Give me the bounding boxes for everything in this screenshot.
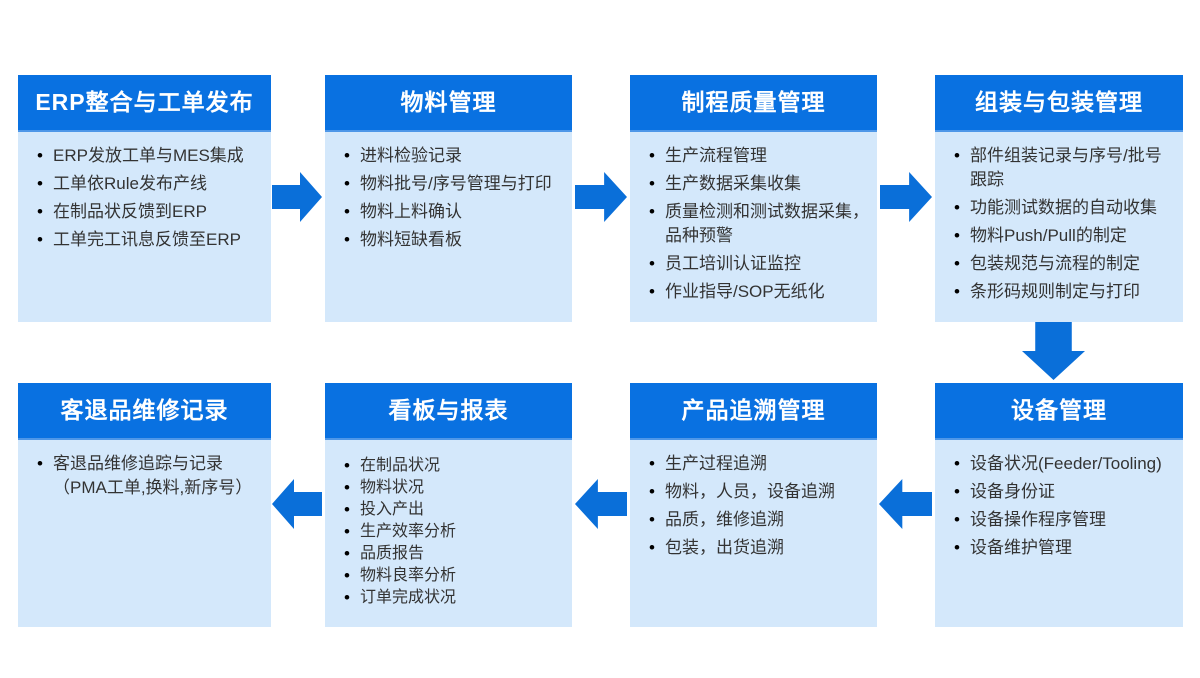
box-body-assembly-packaging: 部件组装记录与序号/批号 跟踪 功能测试数据的自动收集 物料Push/Pull的… — [935, 132, 1183, 322]
list-item: 物料，人员，设备追溯 — [648, 480, 869, 504]
list-item: 质量检测和测试数据采集， 品种预警 — [648, 200, 869, 248]
list-item: 客退品维修追踪与记录 （PMA工单,换料,新序号） — [36, 452, 263, 500]
box-title-assembly-packaging: 组装与包装管理 — [935, 75, 1183, 132]
list-item: 设备身份证 — [953, 480, 1175, 504]
box-item-list: 客退品维修追踪与记录 （PMA工单,换料,新序号） — [36, 452, 263, 500]
box-item-list: 在制品状况 物料状况 投入产出 生产效率分析 品质报告 物料良率分析 订单完成状… — [343, 455, 564, 608]
list-item: 生产效率分析 — [343, 521, 564, 542]
list-item: 物料短缺看板 — [343, 228, 564, 252]
list-item: 功能测试数据的自动收集 — [953, 196, 1175, 220]
arrow-right-icon — [880, 172, 932, 222]
list-item: 设备状况(Feeder/Tooling) — [953, 452, 1175, 476]
box-title-customer-return-repair: 客退品维修记录 — [18, 383, 271, 440]
box-item-list: 生产流程管理 生产数据采集收集 质量检测和测试数据采集， 品种预警 员工培训认证… — [648, 144, 869, 304]
box-title-material-management: 物料管理 — [325, 75, 572, 132]
box-kanban-reports: 看板与报表 在制品状况 物料状况 投入产出 生产效率分析 品质报告 物料良率分析… — [325, 383, 572, 627]
list-item: 工单依Rule发布产线 — [36, 172, 263, 196]
box-process-quality: 制程质量管理 生产流程管理 生产数据采集收集 质量检测和测试数据采集， 品种预警… — [630, 75, 877, 322]
list-item: 设备操作程序管理 — [953, 508, 1175, 532]
box-item-list: 生产过程追溯 物料，人员，设备追溯 品质，维修追溯 包装，出货追溯 — [648, 452, 869, 560]
box-body-equipment-management: 设备状况(Feeder/Tooling) 设备身份证 设备操作程序管理 设备维护… — [935, 440, 1183, 627]
list-item: 包装规范与流程的制定 — [953, 252, 1175, 276]
arrow-left-icon — [575, 479, 627, 529]
arrow-left-icon — [879, 479, 932, 529]
box-title-process-quality: 制程质量管理 — [630, 75, 877, 132]
box-body-customer-return-repair: 客退品维修追踪与记录 （PMA工单,换料,新序号） — [18, 440, 271, 627]
box-title-product-traceability: 产品追溯管理 — [630, 383, 877, 440]
box-title-erp-integration: ERP整合与工单发布 — [18, 75, 271, 132]
box-body-material-management: 进料检验记录 物料批号/序号管理与打印 物料上料确认 物料短缺看板 — [325, 132, 572, 322]
box-body-erp-integration: ERP发放工单与MES集成 工单依Rule发布产线 在制品状反馈到ERP 工单完… — [18, 132, 271, 322]
list-item: 物料良率分析 — [343, 565, 564, 586]
list-item: 物料批号/序号管理与打印 — [343, 172, 564, 196]
box-body-product-traceability: 生产过程追溯 物料，人员，设备追溯 品质，维修追溯 包装，出货追溯 — [630, 440, 877, 627]
list-item: 在制品状反馈到ERP — [36, 200, 263, 224]
box-product-traceability: 产品追溯管理 生产过程追溯 物料，人员，设备追溯 品质，维修追溯 包装，出货追溯 — [630, 383, 877, 627]
box-body-process-quality: 生产流程管理 生产数据采集收集 质量检测和测试数据采集， 品种预警 员工培训认证… — [630, 132, 877, 322]
list-item: 在制品状况 — [343, 455, 564, 476]
list-item: 生产数据采集收集 — [648, 172, 869, 196]
box-material-management: 物料管理 进料检验记录 物料批号/序号管理与打印 物料上料确认 物料短缺看板 — [325, 75, 572, 322]
box-customer-return-repair: 客退品维修记录 客退品维修追踪与记录 （PMA工单,换料,新序号） — [18, 383, 271, 627]
list-item: 品质，维修追溯 — [648, 508, 869, 532]
list-item: 部件组装记录与序号/批号 跟踪 — [953, 144, 1175, 192]
box-body-kanban-reports: 在制品状况 物料状况 投入产出 生产效率分析 品质报告 物料良率分析 订单完成状… — [325, 440, 572, 627]
list-item: 进料检验记录 — [343, 144, 564, 168]
list-item: 投入产出 — [343, 499, 564, 520]
box-item-list: ERP发放工单与MES集成 工单依Rule发布产线 在制品状反馈到ERP 工单完… — [36, 144, 263, 252]
list-item: 设备维护管理 — [953, 536, 1175, 560]
box-assembly-packaging: 组装与包装管理 部件组装记录与序号/批号 跟踪 功能测试数据的自动收集 物料Pu… — [935, 75, 1183, 322]
list-item: ERP发放工单与MES集成 — [36, 144, 263, 168]
list-item: 物料上料确认 — [343, 200, 564, 224]
box-title-kanban-reports: 看板与报表 — [325, 383, 572, 440]
box-equipment-management: 设备管理 设备状况(Feeder/Tooling) 设备身份证 设备操作程序管理… — [935, 383, 1183, 627]
box-item-list: 部件组装记录与序号/批号 跟踪 功能测试数据的自动收集 物料Push/Pull的… — [953, 144, 1175, 304]
box-title-equipment-management: 设备管理 — [935, 383, 1183, 440]
list-item: 订单完成状况 — [343, 587, 564, 608]
list-item: 工单完工讯息反馈至ERP — [36, 228, 263, 252]
list-item: 包装，出货追溯 — [648, 536, 869, 560]
list-item: 物料Push/Pull的制定 — [953, 224, 1175, 248]
list-item: 作业指导/SOP无纸化 — [648, 280, 869, 304]
arrow-down-icon — [1022, 322, 1085, 380]
box-item-list: 进料检验记录 物料批号/序号管理与打印 物料上料确认 物料短缺看板 — [343, 144, 564, 252]
arrow-right-icon — [272, 172, 322, 222]
list-item: 生产流程管理 — [648, 144, 869, 168]
arrow-left-icon — [272, 479, 322, 529]
arrow-right-icon — [575, 172, 627, 222]
box-item-list: 设备状况(Feeder/Tooling) 设备身份证 设备操作程序管理 设备维护… — [953, 452, 1175, 560]
list-item: 品质报告 — [343, 543, 564, 564]
list-item: 条形码规则制定与打印 — [953, 280, 1175, 304]
box-erp-integration: ERP整合与工单发布 ERP发放工单与MES集成 工单依Rule发布产线 在制品… — [18, 75, 271, 322]
list-item: 物料状况 — [343, 477, 564, 498]
list-item: 生产过程追溯 — [648, 452, 869, 476]
list-item: 员工培训认证监控 — [648, 252, 869, 276]
